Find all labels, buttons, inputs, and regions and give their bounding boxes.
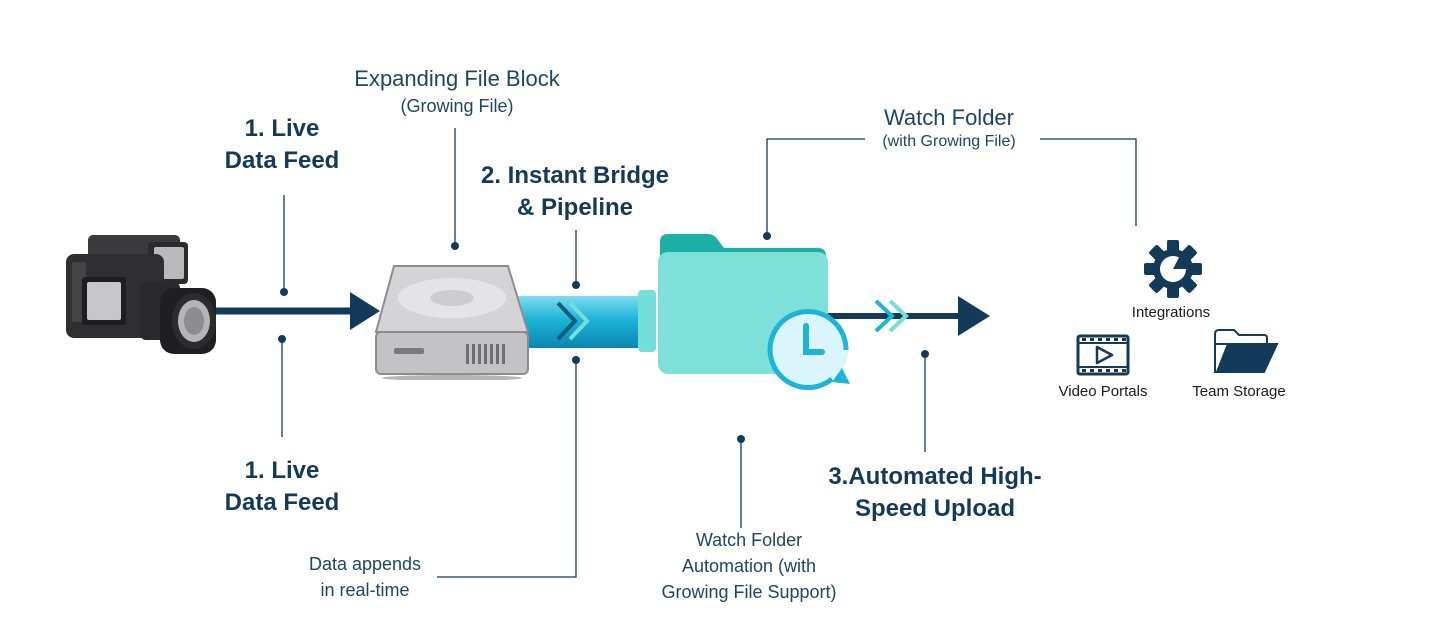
team-storage-label: Team Storage: [1192, 383, 1286, 400]
hard-drive-icon: [374, 265, 530, 380]
live-feed-top-line2: Data Feed: [224, 147, 340, 174]
appends-label: Data appends in real-time: [290, 551, 440, 603]
live-feed-bottom-line1: 1. Live: [244, 457, 320, 484]
watch-folder-label: Watch Folder (with Growing File): [854, 103, 1044, 152]
video-camera-icon: [66, 235, 216, 354]
upload-arrow-head: [958, 296, 990, 336]
live-feed-top-line1: 1. Live: [244, 115, 320, 142]
expanding-block-label: Expanding File Block (Growing File): [337, 64, 577, 119]
bridge-line1: 2. Instant Bridge: [480, 162, 670, 189]
bridge-line2: & Pipeline: [516, 194, 634, 221]
upload-label: 3.Automated High- Speed Upload: [812, 461, 1058, 525]
gear-icon: [1144, 240, 1202, 298]
automation-line2: Automation (with: [681, 556, 817, 576]
clock-sync-icon: [767, 309, 850, 391]
expanding-block-title: Expanding File Block: [354, 66, 560, 91]
bridge-label: 2. Instant Bridge & Pipeline: [466, 160, 684, 224]
appends-line1: Data appends: [308, 554, 422, 574]
live-feed-label-bottom: 1. Live Data Feed: [206, 455, 358, 519]
bridge-pipe: [516, 296, 646, 348]
pipe-cap: [638, 290, 656, 352]
watch-folder-subtitle: (with Growing File): [882, 133, 1016, 150]
feed-arrow-head: [350, 292, 380, 330]
upload-line2: Speed Upload: [854, 495, 1016, 522]
watch-folder-title: Watch Folder: [883, 105, 1014, 130]
expanding-block-subtitle: (Growing File): [400, 96, 514, 116]
video-portals-label: Video Portals: [1058, 383, 1148, 400]
appends-line2: in real-time: [320, 580, 410, 600]
integrations-label: Integrations: [1131, 304, 1211, 321]
live-feed-bottom-line2: Data Feed: [224, 489, 340, 516]
folder-storage-icon: [1214, 329, 1279, 373]
automation-line1: Watch Folder: [695, 530, 803, 550]
automation-line3: Growing File Support): [661, 582, 837, 602]
live-feed-label-top: 1. Live Data Feed: [206, 113, 358, 177]
video-player-icon: [1076, 334, 1130, 376]
upload-line1: 3.Automated High-: [828, 463, 1042, 490]
automation-label: Watch Folder Automation (with Growing Fi…: [644, 527, 854, 605]
